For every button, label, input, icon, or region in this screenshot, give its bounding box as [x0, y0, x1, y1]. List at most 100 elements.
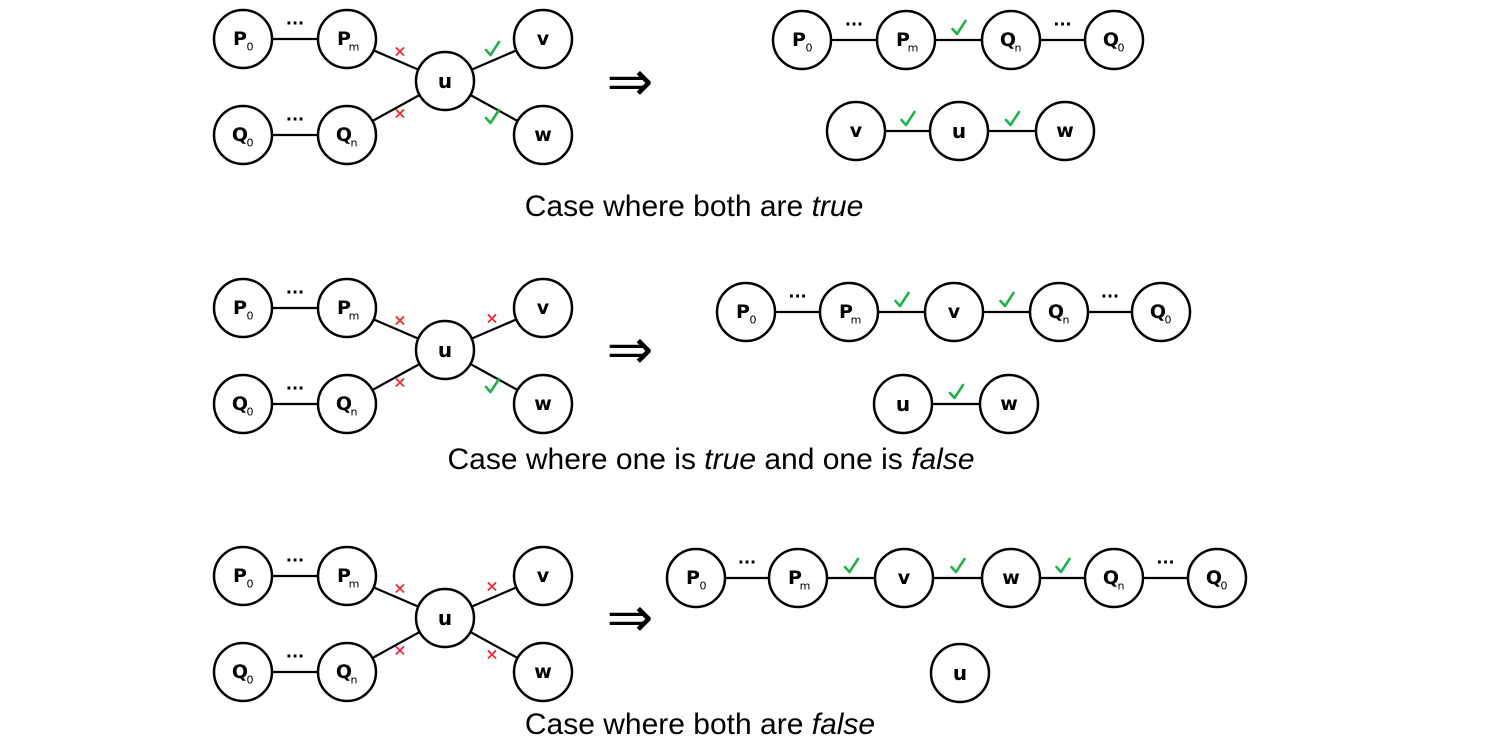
node-subscript: n: [1118, 580, 1125, 593]
node-circle: [929, 642, 991, 704]
caption-text: Case where one is: [447, 443, 705, 476]
caption-emphasis: true: [811, 190, 864, 223]
node-label: Q: [336, 661, 352, 683]
node-circle: [980, 547, 1042, 609]
node-circle: [414, 587, 476, 649]
node-subscript: 0: [1118, 42, 1125, 55]
node-pm: Pm: [767, 547, 829, 609]
node-subscript: 0: [247, 406, 254, 419]
node-label: P: [896, 29, 910, 51]
node-label: Q: [1206, 567, 1222, 589]
node-label: Q: [232, 661, 248, 683]
node-circle: [873, 547, 935, 609]
node-label: w: [534, 661, 552, 683]
caption-emphasis: false: [811, 708, 876, 741]
checkmark-icon: [951, 19, 967, 36]
node-circle: [212, 373, 274, 435]
node-circle: [665, 547, 727, 609]
node-subscript: 0: [700, 580, 707, 593]
checkmark-icon: [484, 40, 501, 57]
node-label: Q: [1000, 29, 1016, 51]
node-v: v: [873, 547, 935, 609]
node-label: v: [537, 28, 550, 50]
cross-icon: ×: [485, 309, 498, 328]
node-w: w: [512, 373, 574, 435]
node-qn: Qn: [316, 641, 378, 703]
ellipsis: ···: [286, 379, 304, 398]
edge: [469, 631, 519, 659]
node-circle: [212, 545, 274, 607]
node-label: Q: [1150, 301, 1166, 323]
node-circle: [512, 104, 574, 166]
node-label: v: [850, 120, 863, 142]
node-subscript: 0: [247, 137, 254, 150]
node-label: P: [337, 28, 351, 50]
node-label: v: [537, 297, 550, 319]
node-label: w: [1002, 567, 1020, 589]
cross-icon: ×: [393, 104, 406, 123]
node-v: v: [825, 100, 887, 162]
node-u: u: [928, 100, 990, 162]
node-qn: Qn: [1083, 547, 1145, 609]
node-qn: Qn: [1028, 281, 1090, 343]
ellipsis: ···: [286, 551, 304, 570]
node-subscript: n: [351, 406, 358, 419]
node-q0: Q0: [212, 373, 274, 435]
cross-icon: ×: [485, 577, 498, 596]
node-circle: [923, 281, 985, 343]
node-subscript: 0: [750, 314, 757, 327]
edge: [371, 94, 421, 122]
node-qn: Qn: [316, 373, 378, 435]
checkmark-icon: [894, 291, 910, 308]
node-circle: [414, 50, 476, 112]
checkmark-icon: [950, 557, 966, 574]
node-label: Q: [1103, 567, 1119, 589]
node-subscript: n: [351, 137, 358, 150]
checkmark-icon: [1004, 110, 1021, 127]
node-circle: [512, 373, 574, 435]
edge: [469, 363, 519, 391]
caption-emphasis: true: [704, 443, 757, 476]
node-circle: [1034, 100, 1096, 162]
node-subscript: n: [1063, 314, 1070, 327]
node-q0: Q0: [212, 104, 274, 166]
node-subscript: m: [349, 41, 360, 54]
node-label: Q: [232, 124, 248, 146]
node-pm: Pm: [316, 545, 378, 607]
node-label: v: [537, 565, 550, 587]
node-w: w: [980, 547, 1042, 609]
node-u: u: [872, 373, 934, 435]
node-circle: [978, 373, 1040, 435]
node-circle: [872, 373, 934, 435]
node-circle: [316, 641, 378, 703]
node-q0: Q0: [212, 641, 274, 703]
caption-text: and one is: [756, 443, 912, 476]
node-subscript: 0: [247, 310, 254, 323]
node-circle: [212, 641, 274, 703]
node-subscript: n: [351, 674, 358, 687]
node-pm: Pm: [316, 8, 378, 70]
node-subscript: 0: [247, 41, 254, 54]
edge: [373, 586, 419, 608]
node-circle: [1083, 547, 1145, 609]
node-q0: Q0: [1130, 281, 1192, 343]
node-v: v: [512, 277, 574, 339]
edge: [371, 363, 421, 391]
node-label: u: [438, 338, 452, 362]
ellipsis: ···: [286, 14, 304, 33]
cross-icon: ×: [485, 645, 498, 664]
edge: [469, 94, 519, 122]
node-circle: [771, 9, 833, 71]
node-label: Q: [232, 393, 248, 415]
checkmark-icon: [843, 557, 860, 574]
node-label: P: [233, 565, 247, 587]
node-label: Q: [1048, 301, 1064, 323]
node-pm: Pm: [818, 281, 880, 343]
cross-icon: ×: [393, 641, 406, 660]
ellipsis: ···: [738, 553, 756, 572]
caption-text: Case where both are: [524, 708, 812, 741]
